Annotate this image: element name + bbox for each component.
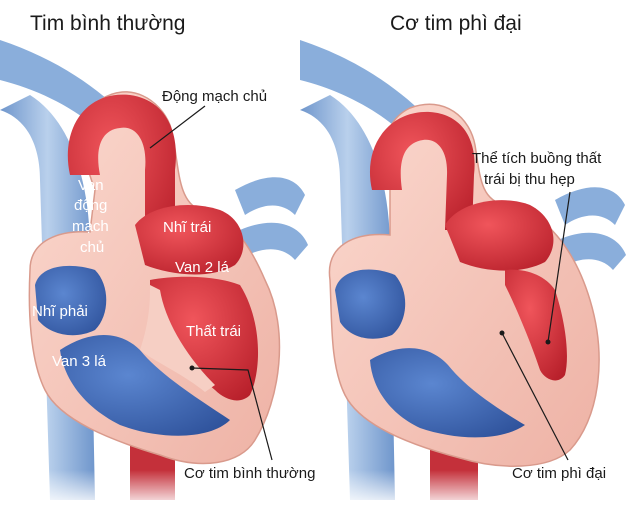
- label-hypertrophic-muscle: Cơ tim phì đại: [512, 465, 606, 482]
- label-left-atrium: Nhĩ trái: [163, 219, 211, 236]
- title-normal-heart: Tim bình thường: [30, 12, 185, 35]
- label-aortic-valve-3: mạch: [72, 218, 109, 235]
- leader-hypertrophic-muscle: [501, 332, 569, 461]
- leader-reduced-volume: [547, 191, 571, 343]
- label-aorta: Động mạch chủ: [162, 88, 267, 105]
- label-reduced-volume-2: trái bị thu hẹp: [484, 171, 575, 188]
- bottom-fade: [0, 470, 632, 508]
- title-hypertrophic-heart: Cơ tim phì đại: [390, 12, 522, 35]
- label-mitral-valve: Van 2 lá: [175, 259, 230, 276]
- left-pulmonary-vessel-right: [235, 177, 305, 215]
- left-pulmonary-vessel-right2: [240, 222, 308, 260]
- leader-aorta: [149, 105, 206, 149]
- hyp-left-atrium: [445, 200, 554, 271]
- hyp-right-ventricle: [370, 348, 525, 438]
- normal-heart: [0, 40, 308, 500]
- right-atrium-chamber: [35, 265, 107, 336]
- hyp-right-atrium: [335, 269, 406, 339]
- right-ventricle-chamber: [60, 335, 230, 436]
- right-pulmonary-vessel-right: [555, 187, 625, 225]
- right-pulmonary-vessel-upper: [300, 40, 430, 140]
- hypertrophic-heart: [0, 40, 632, 508]
- hyp-aorta: [369, 111, 475, 230]
- label-left-ventricle: Thất trái: [186, 323, 241, 340]
- leader-normal-muscle: [191, 367, 273, 461]
- label-tricuspid-valve: Van 3 lá: [52, 353, 107, 370]
- label-aortic-valve-4: chủ: [80, 239, 104, 256]
- label-right-atrium: Nhĩ phải: [32, 303, 88, 320]
- label-aortic-valve-2: động: [74, 197, 107, 214]
- left-septum: [140, 285, 215, 392]
- hyp-left-ventricle: [505, 269, 567, 381]
- label-aortic-valve-1: Van: [78, 177, 104, 194]
- label-reduced-volume-1: Thể tích buồng thất: [472, 150, 602, 167]
- right-pulmonary-vessel-right2: [558, 232, 626, 270]
- label-normal-muscle: Cơ tim bình thường: [184, 465, 315, 482]
- marker-reduced-volume: [545, 339, 551, 345]
- left-aorta: [67, 94, 176, 250]
- left-atrium-chamber: [135, 205, 244, 275]
